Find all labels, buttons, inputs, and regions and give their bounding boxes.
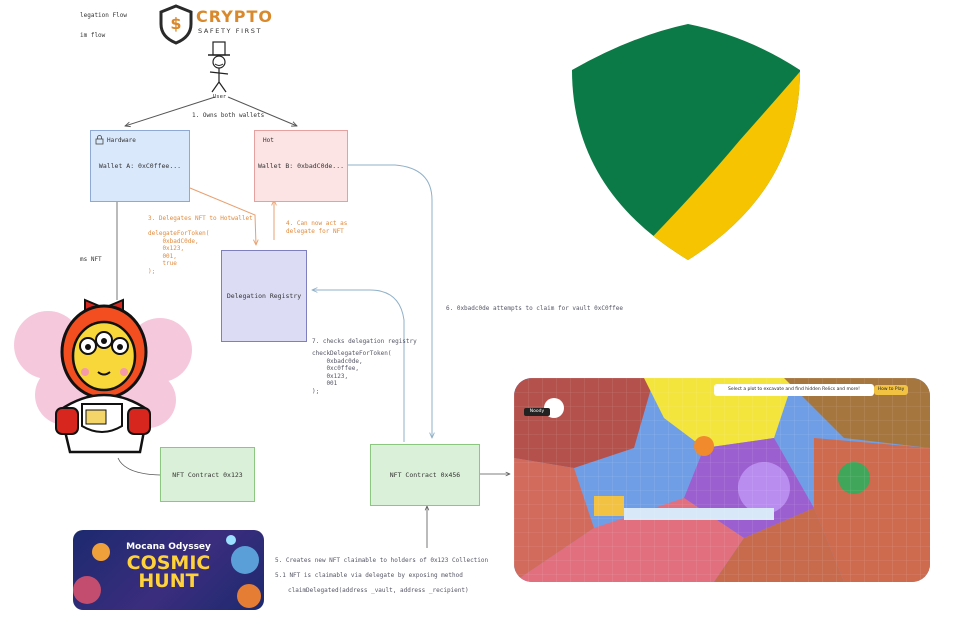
game-hint-text: Select a plot to excavate and find hidde… — [728, 387, 860, 392]
edge-label-checks: 7. checks delegation registry — [312, 338, 417, 345]
delegate-code: delegateForToken( 0xbadC0de, 0x123, 001,… — [148, 230, 210, 275]
lock-icon — [95, 135, 104, 145]
check-code: checkDelegateForToken( 0xbadc0de, 0xc0ff… — [312, 350, 392, 395]
hardware-wallet-label: Wallet A: 0xC0ffee... — [98, 162, 182, 170]
legend-item-1: legation Flow — [80, 12, 127, 19]
banner-line-2: COSMIC — [126, 552, 211, 574]
hot-wallet-node[interactable]: Hot Wallet B: 0xbadC0de... — [254, 130, 348, 202]
banner-line-1: Mocana Odyssey — [126, 542, 211, 552]
claim-method: claimDelegated(address _vault, address _… — [288, 587, 469, 594]
hardware-wallet-node[interactable]: Hardware Wallet A: 0xC0ffee... — [90, 130, 190, 202]
edge-label-attempts: 6. 0xbadc0de attempts to claim for vault… — [446, 305, 624, 312]
user-label: User — [213, 94, 227, 100]
legend-item-2: im flow — [80, 32, 106, 39]
how-to-play-button[interactable]: How to Play — [874, 385, 908, 395]
nft-contract-0x456-node[interactable]: NFT Contract 0x456 — [370, 444, 480, 506]
game-hint-bar: Select a plot to excavate and find hidde… — [714, 384, 874, 396]
banner-art-icon — [73, 535, 261, 608]
cosmic-hunt-banner: Mocana Odyssey COSMIC HUNT — [73, 530, 264, 610]
edge-label-claimable: 5.1 NFT is claimable via delegate by exp… — [275, 572, 463, 579]
hot-tag: Hot — [263, 137, 274, 144]
edge-delegate — [189, 187, 256, 245]
game-map-art — [514, 378, 930, 582]
logo-word-crypto: CRYPTO — [196, 7, 274, 26]
edge-check-registry — [312, 290, 405, 442]
banner-line-3: HUNT — [138, 570, 199, 592]
logo-symbol: $ — [170, 14, 182, 33]
edge-user-hardware — [125, 96, 216, 126]
logo-shield-icon — [159, 4, 193, 45]
player-name-badge: Noody — [524, 408, 550, 416]
edge-label-can-act: 4. Can now act as delegate for NFT — [286, 220, 348, 235]
edge-label-owns: 1. Owns both wallets — [192, 112, 265, 119]
edge-hot-nft456 — [348, 164, 432, 438]
delegation-registry-label: Delegation Registry — [226, 292, 302, 300]
nft-contract-0x456-label: NFT Contract 0x456 — [389, 471, 461, 479]
edge-user-hot — [227, 96, 297, 126]
game-map-screenshot[interactable]: Select a plot to excavate and find hidde… — [514, 378, 930, 582]
edge-label-creates: 5. Creates new NFT claimable to holders … — [275, 557, 489, 564]
edge-char-nft123 — [117, 457, 161, 476]
nft-contract-0x123-label: NFT Contract 0x123 — [172, 470, 243, 479]
nft-contract-0x123-node[interactable]: NFT Contract 0x123 — [160, 447, 255, 502]
edge-label-left: ms NFT — [80, 256, 102, 263]
edge-label-delegates: 3. Delegates NFT to Hotwallet — [148, 215, 253, 222]
delegation-registry-node[interactable]: Delegation Registry — [221, 250, 307, 342]
logo-word-safety: SAFETY FIRST — [198, 27, 263, 35]
hot-wallet-label: Wallet B: 0xbadC0de... — [257, 162, 345, 170]
crypto-safety-logo: $ CRYPTO SAFETY FIRST — [158, 4, 288, 45]
hardware-tag: Hardware — [107, 137, 136, 144]
